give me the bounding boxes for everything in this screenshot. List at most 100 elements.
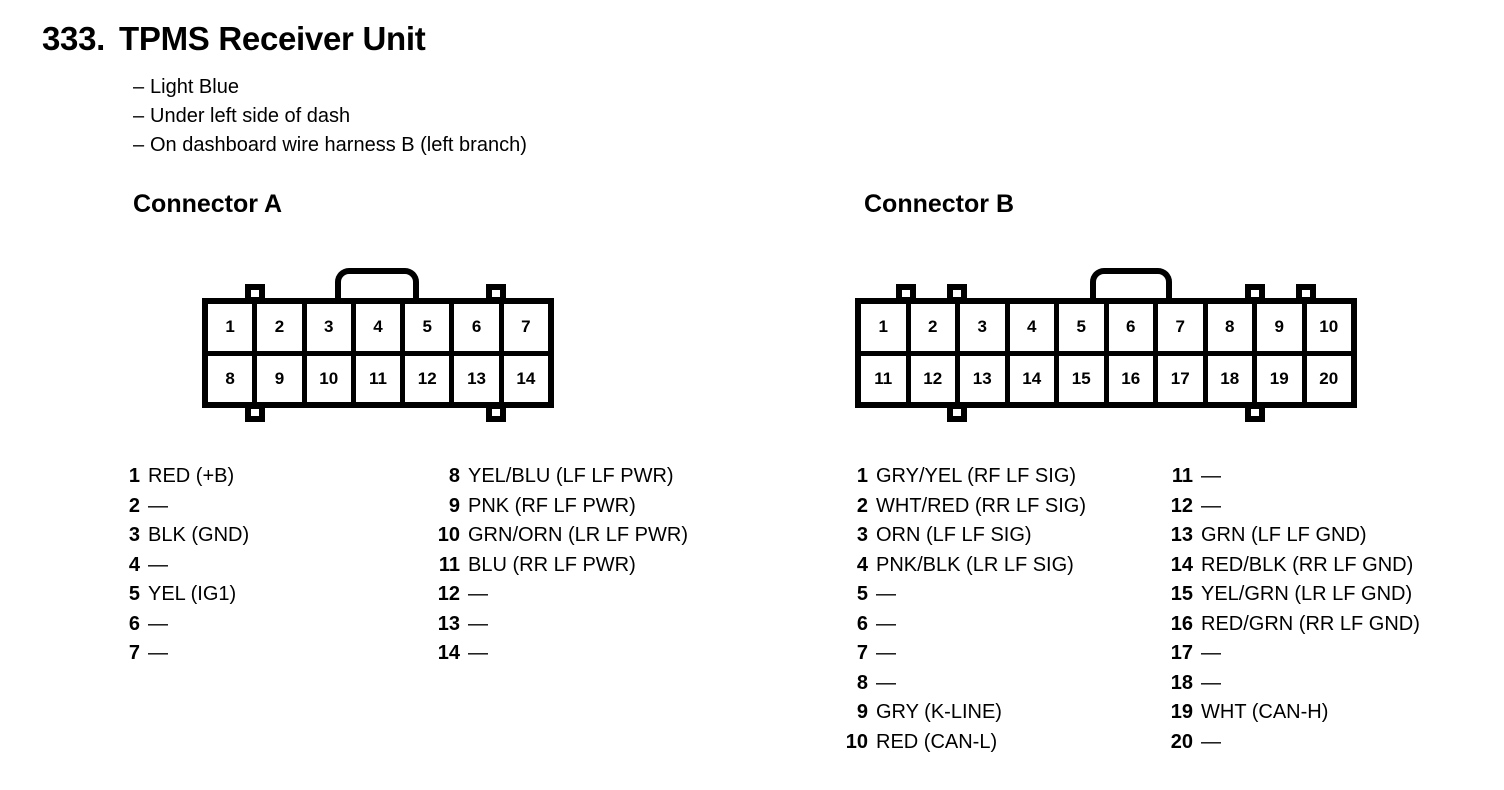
- pin-number: 5: [128, 583, 140, 605]
- pin-row: 1 RED (+B): [110, 462, 249, 492]
- dash-icon: –: [133, 76, 145, 98]
- pin-row: 5 YEL (IG1): [110, 580, 249, 610]
- pin-cell: 4: [355, 304, 406, 351]
- pin-number: 9: [448, 494, 460, 517]
- pin-description: —: [1201, 465, 1221, 487]
- pin-cell: 6: [1108, 304, 1158, 351]
- pin-cell: 11: [861, 355, 911, 402]
- connector-a-diagram: 1 2 3 4 5 6 7 8 9 10 11 12 13 14: [202, 268, 554, 422]
- connector-a-bottom-row: 8 9 10 11 12 13 14: [208, 355, 548, 402]
- pin-row: 19 WHT (CAN-H): [1163, 698, 1420, 728]
- note-row: –On dashboard wire harness B (left branc…: [133, 131, 527, 160]
- pin-cell: 2: [257, 304, 307, 351]
- pin-description: —: [876, 642, 896, 664]
- pin-number: 6: [128, 612, 140, 635]
- pin-number: 2: [856, 494, 868, 517]
- connector-a-heading: Connector A: [133, 190, 283, 218]
- pin-cell: 10: [1306, 304, 1351, 351]
- pin-cell: 1: [861, 304, 911, 351]
- connector-a-latch-tab: [335, 268, 419, 298]
- pin-row: 7 —: [838, 639, 1086, 669]
- page-title: 333.TPMS Receiver Unit: [42, 20, 426, 58]
- pin-cell: 12: [405, 355, 455, 402]
- pin-cell: 8: [208, 355, 258, 402]
- pin-row: 12 —: [430, 580, 688, 610]
- pin-row: 6 —: [110, 610, 249, 640]
- pin-description: —: [1201, 494, 1221, 517]
- pin-number: 14: [437, 642, 460, 664]
- pin-number: 20: [1170, 730, 1193, 753]
- pin-row: 9 PNK (RF LF PWR): [430, 492, 688, 522]
- pin-cell: 14: [503, 355, 548, 402]
- pin-row: 10 GRN/ORN (LR LF PWR): [430, 521, 688, 551]
- pin-description: RED (+B): [148, 465, 235, 487]
- pin-cell: 12: [910, 355, 960, 402]
- pin-row: 14 RED/BLK (RR LF GND): [1163, 551, 1420, 581]
- pin-cell: 11: [355, 355, 406, 402]
- pin-row: 11 —: [1163, 462, 1420, 492]
- pin-row: 18 —: [1163, 669, 1420, 699]
- pin-cell: 1: [208, 304, 258, 351]
- note-row: –Light Blue: [133, 73, 527, 102]
- pin-description: RED/GRN (RR LF GND): [1201, 612, 1420, 635]
- pin-row: 8 YEL/BLU (LF LF PWR): [430, 462, 688, 492]
- pin-row: 3 BLK (GND): [110, 521, 249, 551]
- pin-cell: 17: [1158, 355, 1208, 402]
- pin-row: 1 GRY/YEL (RF LF SIG): [838, 462, 1086, 492]
- connector-a-body: 1 2 3 4 5 6 7 8 9 10 11 12 13 14: [202, 298, 554, 408]
- pin-cell: 6: [454, 304, 504, 351]
- pin-row: 2 —: [110, 492, 249, 522]
- pin-row: 6 —: [838, 610, 1086, 640]
- pin-cell: 7: [503, 304, 548, 351]
- connector-b-diagram: 1 2 3 4 5 6 7 8 9 10 11 12 13 14 15 16 1…: [855, 268, 1357, 422]
- pin-number: 15: [1170, 583, 1193, 605]
- pin-description: —: [876, 671, 896, 694]
- pin-description: GRN/ORN (LR LF PWR): [468, 524, 688, 546]
- pin-cell: 2: [910, 304, 960, 351]
- pin-cell: 7: [1158, 304, 1208, 351]
- pin-cell: 15: [1059, 355, 1109, 402]
- pin-description: —: [1201, 642, 1221, 664]
- pin-row: 20 —: [1163, 728, 1420, 758]
- pin-description: BLU (RR LF PWR): [468, 553, 636, 576]
- pin-cell: 5: [1059, 304, 1109, 351]
- pin-cell: 13: [960, 355, 1010, 402]
- pin-description: GRN (LF LF GND): [1201, 524, 1367, 546]
- pin-number: 3: [856, 524, 868, 546]
- pin-cell: 9: [1257, 304, 1307, 351]
- pin-cell: 13: [454, 355, 504, 402]
- connector-b-latch-tab: [1090, 268, 1172, 298]
- pin-cell: 8: [1207, 304, 1257, 351]
- pin-description: —: [468, 612, 488, 635]
- pin-number: 14: [1170, 553, 1193, 576]
- pin-number: 11: [1171, 465, 1193, 487]
- note-row: –Under left side of dash: [133, 102, 527, 131]
- page-title-text: TPMS Receiver Unit: [119, 20, 426, 57]
- pin-row: 10 RED (CAN-L): [838, 728, 1086, 758]
- pin-description: ORN (LF LF SIG): [876, 524, 1032, 546]
- connector-b-pinlist-left: 1 GRY/YEL (RF LF SIG) 2 WHT/RED (RR LF S…: [838, 462, 1086, 757]
- pin-number: 4: [128, 553, 140, 576]
- pin-row: 8 —: [838, 669, 1086, 699]
- pin-row: 14 —: [430, 639, 688, 669]
- pin-row: 7 —: [110, 639, 249, 669]
- pin-row: 4 PNK/BLK (LR LF SIG): [838, 551, 1086, 581]
- pin-description: —: [876, 583, 896, 605]
- pin-description: PNK/BLK (LR LF SIG): [876, 553, 1074, 576]
- pin-number: 1: [128, 465, 140, 487]
- pin-cell: 14: [1009, 355, 1059, 402]
- pin-row: 11 BLU (RR LF PWR): [430, 551, 688, 581]
- pin-row: 5 —: [838, 580, 1086, 610]
- pin-description: GRY/YEL (RF LF SIG): [876, 465, 1077, 487]
- note-text: Light Blue: [150, 76, 239, 98]
- pin-row: 2 WHT/RED (RR LF SIG): [838, 492, 1086, 522]
- component-notes: –Light Blue –Under left side of dash –On…: [133, 73, 527, 160]
- pin-description: —: [148, 612, 168, 635]
- pin-number: 8: [448, 465, 460, 487]
- pin-description: YEL/BLU (LF LF PWR): [468, 465, 674, 487]
- pin-number: 7: [856, 642, 868, 664]
- dash-icon: –: [133, 105, 145, 127]
- pin-description: WHT (CAN-H): [1201, 701, 1329, 723]
- pin-number: 13: [1170, 524, 1193, 546]
- connector-b-top-row: 1 2 3 4 5 6 7 8 9 10: [861, 304, 1351, 356]
